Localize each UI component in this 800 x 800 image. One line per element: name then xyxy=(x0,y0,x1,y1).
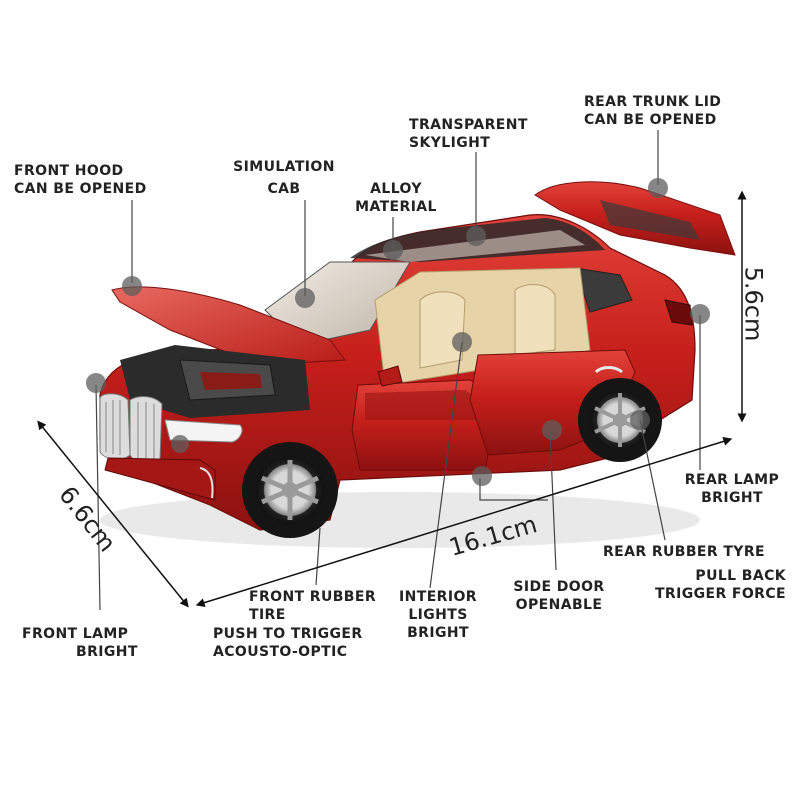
label-line: OPENABLE xyxy=(515,597,603,613)
label-simulation-cab: SIMULATION CAB xyxy=(228,158,340,198)
rear-wheel xyxy=(578,378,662,462)
front-wheel xyxy=(242,442,338,538)
label-front-rubber-tire: FRONT RUBBER TIRE xyxy=(249,588,376,624)
label-line: ALLOY xyxy=(370,181,422,197)
label-transparent-skylight: TRANSPARENT SKYLIGHT xyxy=(409,116,528,152)
label-line: REAR LAMP xyxy=(684,472,780,488)
label-line: MATERIAL xyxy=(355,199,437,215)
label-line: REAR TRUNK LID xyxy=(584,94,722,110)
label-line: PULL BACK xyxy=(695,568,786,584)
label-side-door: SIDE DOOR OPENABLE xyxy=(500,578,618,614)
rear-side-window xyxy=(574,267,633,313)
label-line: CAB xyxy=(267,181,301,197)
label-line: FRONT RUBBER xyxy=(249,589,377,605)
label-line: ACOUSTO-OPTIC xyxy=(213,644,348,660)
label-front-lamp: FRONT LAMP BRIGHT xyxy=(22,625,138,661)
label-rear-trunk-lid: REAR TRUNK LID CAN BE OPENED xyxy=(584,93,721,129)
label-push-to-trigger: PUSH TO TRIGGER ACOUSTO-OPTIC xyxy=(213,625,363,661)
label-interior-lights: INTERIOR LIGHTS BRIGHT xyxy=(388,588,488,642)
front-bumper xyxy=(104,457,216,501)
label-line: SKYLIGHT xyxy=(409,135,491,151)
label-line: PUSH TO TRIGGER xyxy=(213,626,363,642)
label-line: SIDE DOOR xyxy=(513,579,605,595)
length-dimension-arrow xyxy=(195,437,733,607)
label-pull-back: PULL BACK TRIGGER FORCE xyxy=(600,567,786,603)
label-line: CAN BE OPENED xyxy=(14,181,147,197)
label-rear-lamp: REAR LAMP BRIGHT xyxy=(678,471,786,507)
side-mirror xyxy=(377,365,403,387)
label-line: SIMULATION xyxy=(233,159,335,175)
label-line: FRONT LAMP xyxy=(22,626,129,642)
ground-shadow xyxy=(100,492,700,548)
label-line: TRIGGER FORCE xyxy=(654,586,786,602)
label-line: FRONT HOOD xyxy=(14,163,124,179)
label-rear-rubber-tyre: REAR RUBBER TYRE xyxy=(603,544,765,560)
label-line: INTERIOR xyxy=(399,589,477,605)
label-line: CAN BE OPENED xyxy=(584,112,717,128)
front-grille xyxy=(99,393,163,464)
label-line: BRIGHT xyxy=(701,490,763,506)
label-line: LIGHTS xyxy=(408,607,468,623)
label-line: TIRE xyxy=(249,607,286,623)
label-front-hood: FRONT HOOD CAN BE OPENED xyxy=(14,162,147,198)
dimension-height: 5.6cm xyxy=(739,266,768,342)
label-line: BRIGHT xyxy=(76,644,138,660)
label-line: TRANSPARENT xyxy=(409,117,528,133)
rear-lamp xyxy=(664,299,693,326)
label-line: BRIGHT xyxy=(407,625,469,641)
label-alloy-material: ALLOY MATERIAL xyxy=(340,180,452,216)
width-dimension-arrow xyxy=(37,420,189,608)
